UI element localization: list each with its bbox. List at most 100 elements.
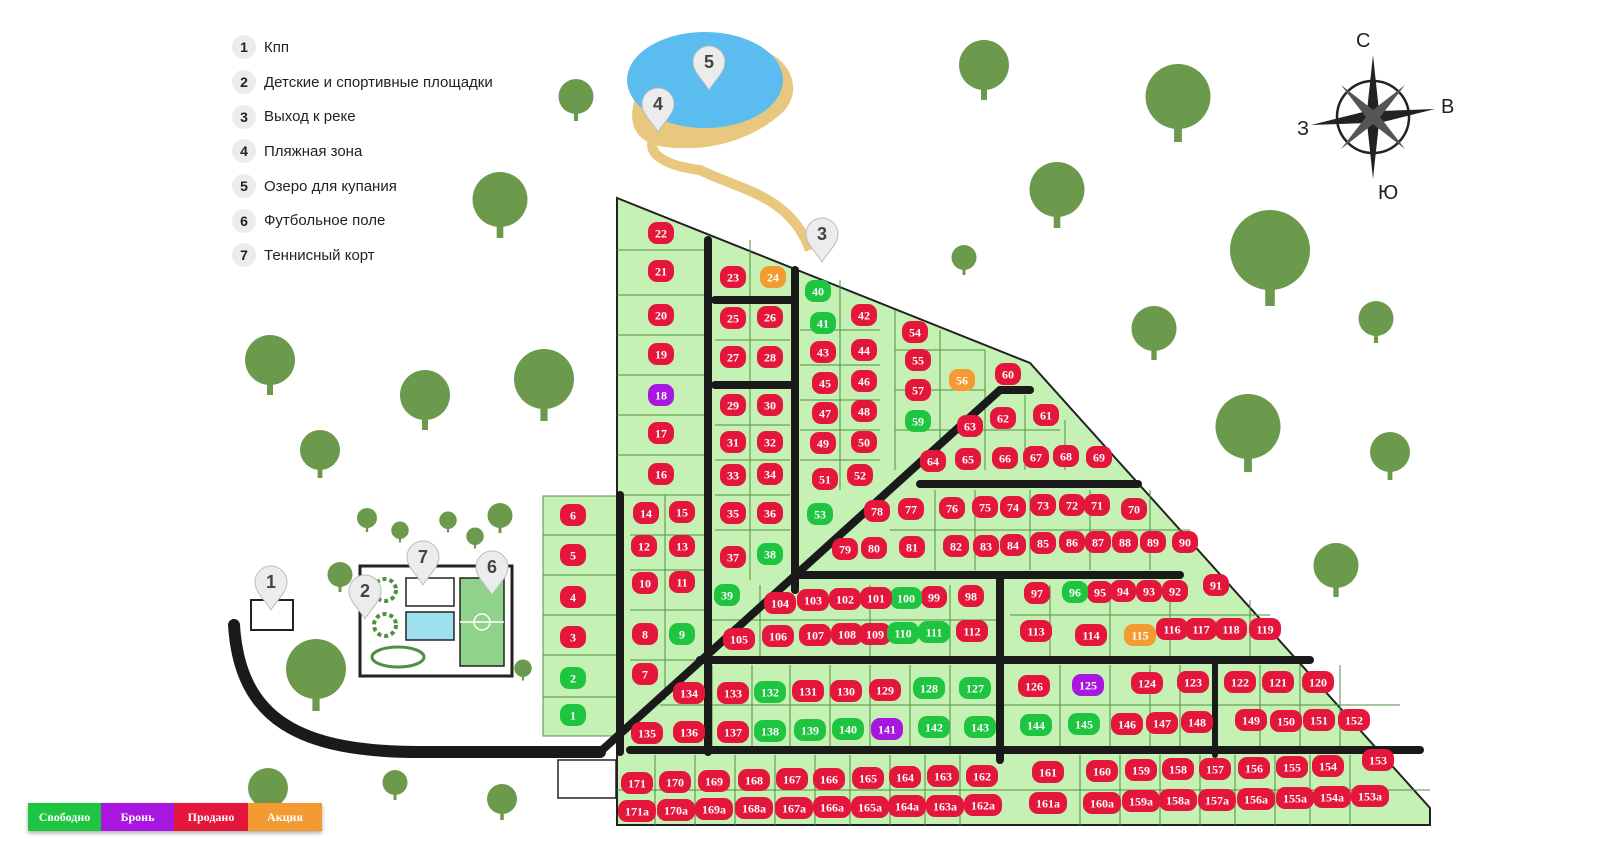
- plot-badge[interactable]: 82: [943, 535, 969, 557]
- plot-badge[interactable]: 47: [812, 402, 838, 424]
- plot-badge[interactable]: 151: [1303, 709, 1335, 731]
- plot-badge[interactable]: 62: [990, 407, 1016, 429]
- plot-badge[interactable]: 116: [1156, 618, 1188, 640]
- plot-badge[interactable]: 85: [1030, 532, 1056, 554]
- plot-badge[interactable]: 92: [1162, 580, 1188, 602]
- plot-badge[interactable]: 125: [1072, 674, 1104, 696]
- plot-badge[interactable]: 143: [964, 716, 996, 738]
- plot-badge[interactable]: 18: [648, 384, 674, 406]
- plot-badge[interactable]: 153a: [1351, 785, 1389, 807]
- plot-badge[interactable]: 163: [927, 765, 959, 787]
- plot-badge[interactable]: 123: [1177, 671, 1209, 693]
- plot-badge[interactable]: 91: [1203, 574, 1229, 596]
- plot-badge[interactable]: 161: [1032, 761, 1064, 783]
- plot-badge[interactable]: 128: [913, 677, 945, 699]
- plot-badge[interactable]: 74: [1000, 496, 1026, 518]
- plot-badge[interactable]: 114: [1075, 624, 1107, 646]
- plot-badge[interactable]: 51: [812, 468, 838, 490]
- plot-badge[interactable]: 170a: [657, 799, 695, 821]
- plot-badge[interactable]: 25: [720, 307, 746, 329]
- plot-badge[interactable]: 12: [631, 535, 657, 557]
- plot-badge[interactable]: 50: [851, 431, 877, 453]
- plot-badge[interactable]: 56: [949, 369, 975, 391]
- plot-badge[interactable]: 88: [1112, 531, 1138, 553]
- plot-badge[interactable]: 5: [560, 544, 586, 566]
- plot-badge[interactable]: 147: [1146, 712, 1178, 734]
- plot-badge[interactable]: 146: [1111, 713, 1143, 735]
- plot-badge[interactable]: 72: [1059, 494, 1085, 516]
- plot-badge[interactable]: 69: [1086, 446, 1112, 468]
- plot-badge[interactable]: 129: [869, 679, 901, 701]
- map-pin-icon[interactable]: 5: [692, 45, 726, 91]
- plot-badge[interactable]: 46: [851, 370, 877, 392]
- plot-badge[interactable]: 44: [851, 339, 877, 361]
- plot-badge[interactable]: 34: [757, 463, 783, 485]
- plot-badge[interactable]: 126: [1018, 675, 1050, 697]
- plot-badge[interactable]: 132: [754, 681, 786, 703]
- plot-badge[interactable]: 87: [1085, 531, 1111, 553]
- plot-badge[interactable]: 127: [959, 677, 991, 699]
- plot-badge[interactable]: 15: [669, 501, 695, 523]
- plot-badge[interactable]: 112: [956, 620, 988, 642]
- plot-badge[interactable]: 65: [955, 448, 981, 470]
- plot-badge[interactable]: 156a: [1237, 788, 1275, 810]
- plot-badge[interactable]: 171a: [618, 800, 656, 822]
- plot-badge[interactable]: 45: [812, 372, 838, 394]
- plot-badge[interactable]: 155: [1276, 756, 1308, 778]
- plot-badge[interactable]: 133: [717, 682, 749, 704]
- plot-badge[interactable]: 22: [648, 222, 674, 244]
- plot-badge[interactable]: 131: [792, 680, 824, 702]
- plot-badge[interactable]: 134: [673, 682, 705, 704]
- plot-badge[interactable]: 2: [560, 667, 586, 689]
- plot-badge[interactable]: 145: [1068, 713, 1100, 735]
- plot-badge[interactable]: 57: [905, 379, 931, 401]
- plot-badge[interactable]: 75: [972, 496, 998, 518]
- status-sold-button[interactable]: Продано: [174, 803, 248, 831]
- plot-badge[interactable]: 119: [1249, 618, 1281, 640]
- plot-badge[interactable]: 79: [832, 538, 858, 560]
- plot-badge[interactable]: 94: [1110, 580, 1136, 602]
- plot-badge[interactable]: 118: [1215, 618, 1247, 640]
- plot-badge[interactable]: 36: [757, 502, 783, 524]
- plot-badge[interactable]: 28: [757, 346, 783, 368]
- plot-badge[interactable]: 166a: [813, 796, 851, 818]
- plot-badge[interactable]: 124: [1131, 672, 1163, 694]
- plot-badge[interactable]: 66: [992, 447, 1018, 469]
- plot-badge[interactable]: 122: [1224, 671, 1256, 693]
- plot-badge[interactable]: 113: [1020, 620, 1052, 642]
- plot-badge[interactable]: 99: [921, 586, 947, 608]
- plot-badge[interactable]: 13: [669, 535, 695, 557]
- plot-badge[interactable]: 54: [902, 321, 928, 343]
- plot-badge[interactable]: 48: [851, 400, 877, 422]
- plot-badge[interactable]: 73: [1030, 494, 1056, 516]
- plot-badge[interactable]: 155a: [1276, 787, 1314, 809]
- plot-badge[interactable]: 109: [859, 623, 891, 645]
- plot-badge[interactable]: 150: [1270, 710, 1302, 732]
- plot-badge[interactable]: 93: [1136, 580, 1162, 602]
- plot-badge[interactable]: 41: [810, 312, 836, 334]
- plot-badge[interactable]: 107: [799, 624, 831, 646]
- plot-badge[interactable]: 140: [832, 718, 864, 740]
- plot-badge[interactable]: 154: [1312, 755, 1344, 777]
- plot-badge[interactable]: 20: [648, 304, 674, 326]
- plot-badge[interactable]: 21: [648, 260, 674, 282]
- plot-badge[interactable]: 98: [958, 585, 984, 607]
- map-pin-icon[interactable]: 7: [406, 540, 440, 586]
- plot-badge[interactable]: 10: [632, 572, 658, 594]
- plot-badge[interactable]: 141: [871, 718, 903, 740]
- plot-badge[interactable]: 9: [669, 623, 695, 645]
- map-pin-icon[interactable]: 4: [641, 87, 675, 133]
- plot-badge[interactable]: 154a: [1313, 786, 1351, 808]
- plot-badge[interactable]: 105: [723, 628, 755, 650]
- plot-badge[interactable]: 139: [794, 719, 826, 741]
- plot-badge[interactable]: 95: [1087, 581, 1113, 603]
- plot-badge[interactable]: 162a: [964, 794, 1002, 816]
- plot-badge[interactable]: 159: [1125, 759, 1157, 781]
- plot-badge[interactable]: 52: [847, 464, 873, 486]
- plot-badge[interactable]: 4: [560, 586, 586, 608]
- plot-badge[interactable]: 80: [861, 537, 887, 559]
- plot-badge[interactable]: 89: [1140, 531, 1166, 553]
- plot-badge[interactable]: 167: [776, 768, 808, 790]
- plot-badge[interactable]: 157: [1199, 758, 1231, 780]
- plot-badge[interactable]: 31: [720, 431, 746, 453]
